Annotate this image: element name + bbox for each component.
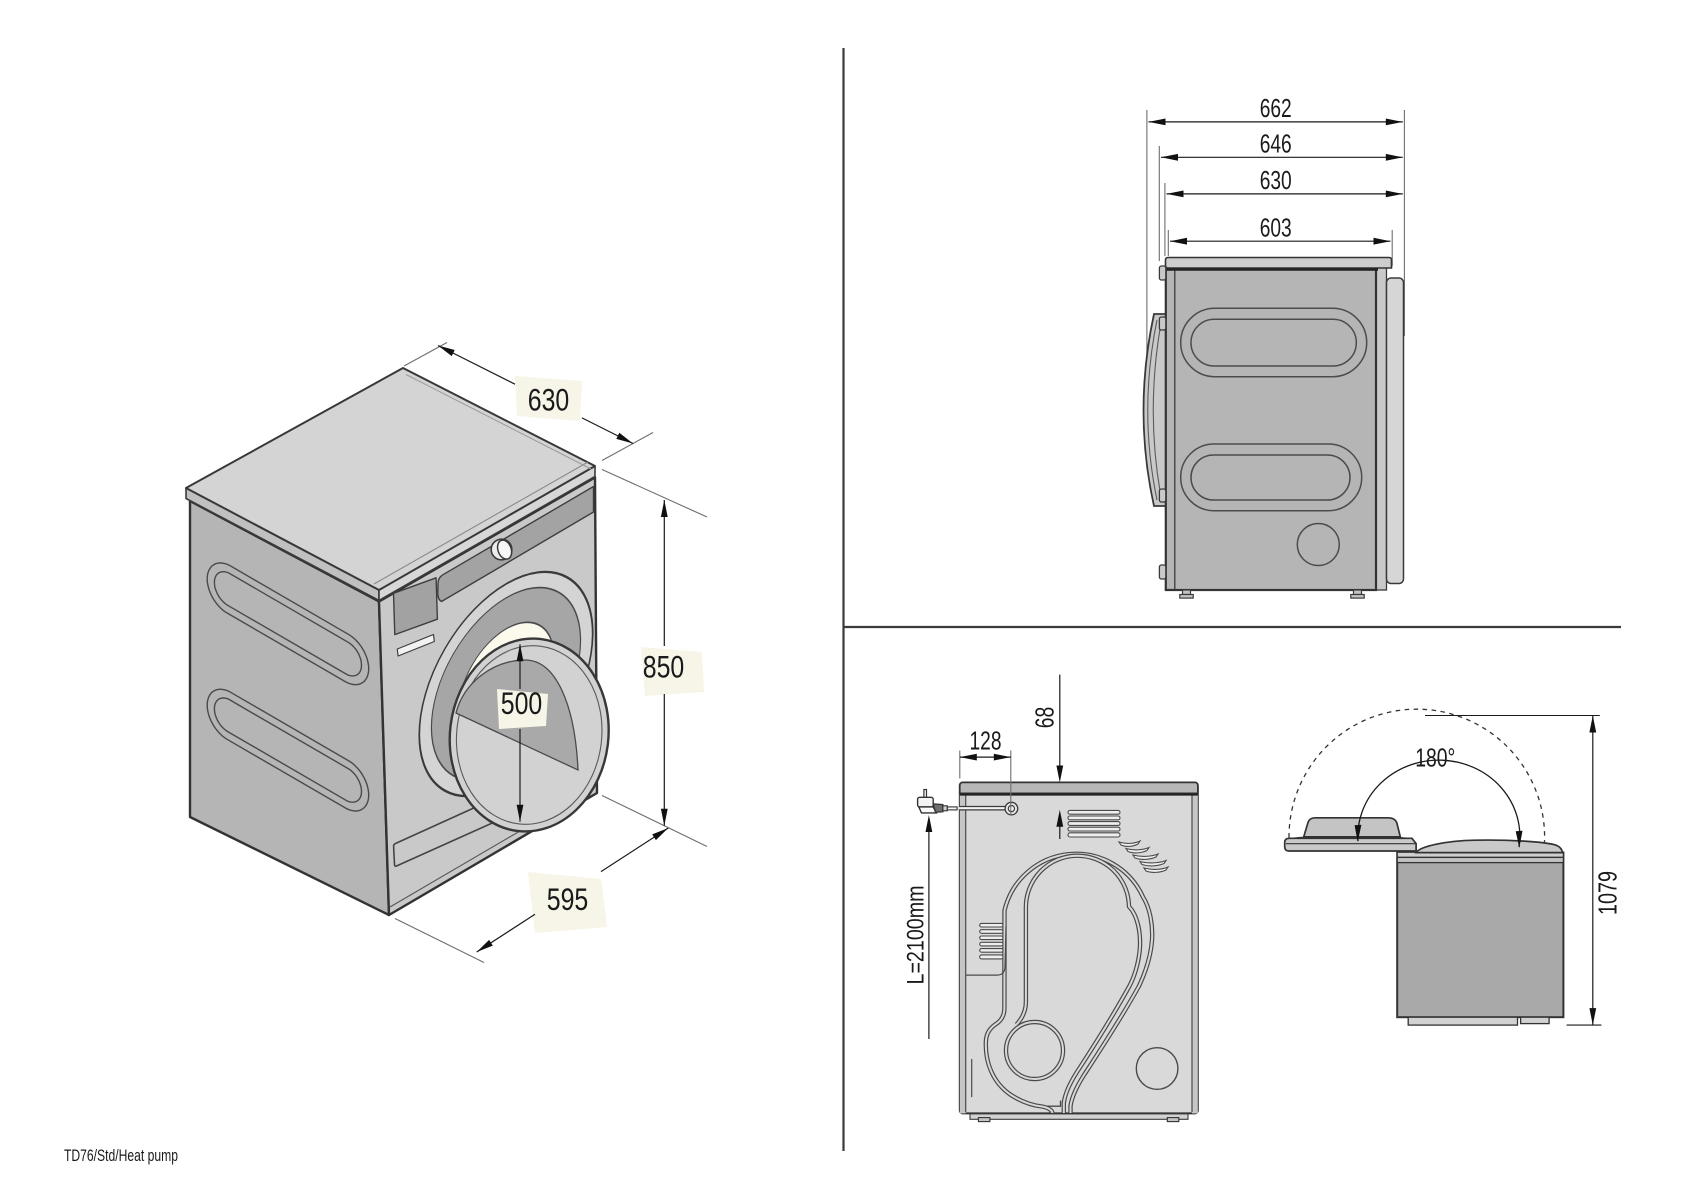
svg-text:662: 662 bbox=[1260, 95, 1292, 123]
svg-text:128: 128 bbox=[970, 728, 1002, 756]
svg-text:68: 68 bbox=[1032, 707, 1060, 729]
svg-text:595: 595 bbox=[547, 881, 589, 917]
svg-text:850: 850 bbox=[643, 649, 685, 685]
svg-text:603: 603 bbox=[1260, 214, 1292, 242]
svg-text:TD76/Std/Heat pump: TD76/Std/Heat pump bbox=[64, 1147, 178, 1165]
svg-text:500: 500 bbox=[501, 685, 543, 721]
svg-text:1079: 1079 bbox=[1595, 871, 1623, 915]
svg-text:630: 630 bbox=[528, 382, 570, 418]
svg-text:L=2100mm: L=2100mm bbox=[903, 886, 930, 985]
svg-text:646: 646 bbox=[1260, 131, 1292, 159]
svg-text:630: 630 bbox=[1260, 167, 1292, 195]
svg-text:180°: 180° bbox=[1415, 745, 1455, 773]
